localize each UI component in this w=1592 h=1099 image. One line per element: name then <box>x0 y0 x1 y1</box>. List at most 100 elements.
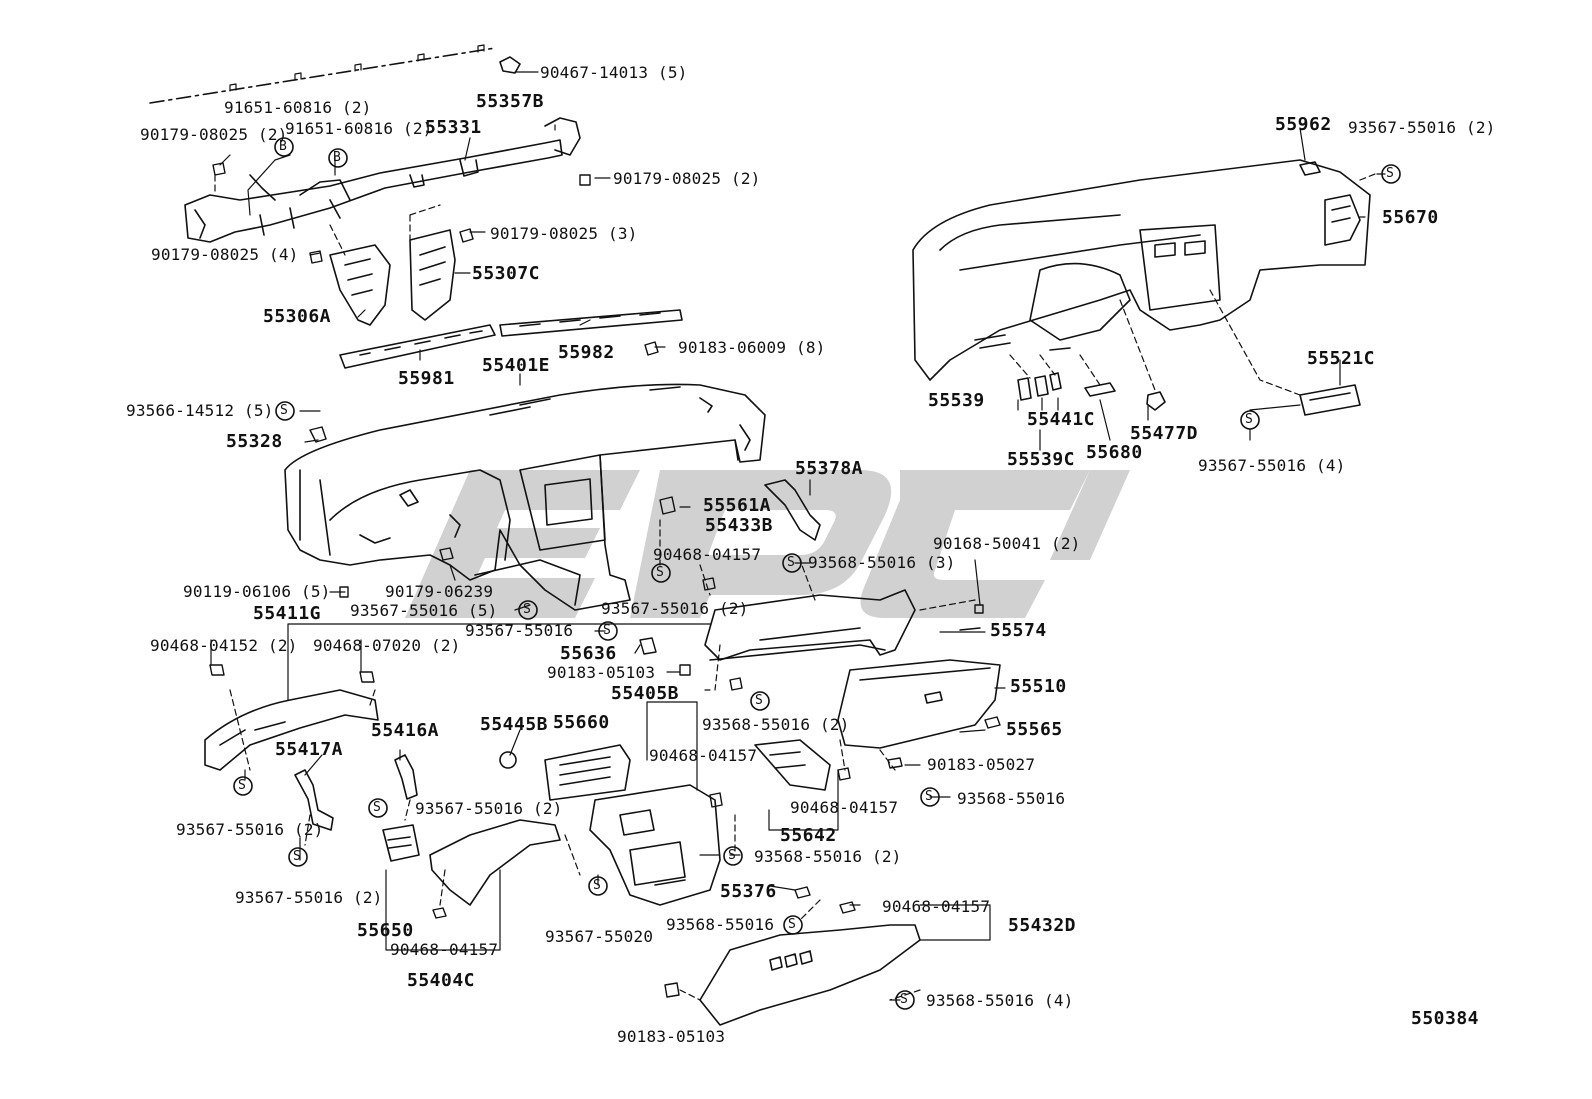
part-label[interactable]: 93567-55016 (2) <box>601 599 749 618</box>
part-label[interactable]: 93567-55016 (2) <box>1348 118 1496 137</box>
part-label[interactable]: 55660 <box>553 712 610 733</box>
part-label[interactable]: 55307C <box>472 263 541 284</box>
screw-symbol-6: S <box>755 693 764 708</box>
part-label[interactable]: 93568-55016 (2) <box>754 847 902 866</box>
part-label[interactable]: 90183-05027 <box>927 755 1036 774</box>
part-label[interactable]: 90468-04157 <box>653 545 762 564</box>
center-cluster-55405B <box>499 744 721 906</box>
part-label[interactable]: 93568-55016 <box>666 915 775 934</box>
part-label[interactable]: 93567-55020 <box>545 927 654 946</box>
part-label[interactable]: 55477D <box>1130 423 1199 444</box>
screw-symbol-14: S <box>900 992 909 1007</box>
part-label[interactable]: 93567-55016 <box>465 621 574 640</box>
part-label[interactable]: 55565 <box>1006 719 1063 740</box>
part-label[interactable]: 90468-04157 <box>390 940 499 959</box>
part-label[interactable]: 55401E <box>482 355 551 376</box>
part-label[interactable]: 55982 <box>558 342 615 363</box>
circle-symbols <box>233 137 1401 1010</box>
part-label[interactable]: 90468-04157 <box>882 897 991 916</box>
part-label[interactable]: 90468-04152 (2) <box>150 636 298 655</box>
part-label[interactable]: 55680 <box>1086 442 1143 463</box>
part-label[interactable]: 90468-04157 <box>790 798 899 817</box>
part-label[interactable]: 55574 <box>990 620 1047 641</box>
screw-symbol-3: S <box>656 565 665 580</box>
screw-symbol-10: S <box>293 849 302 864</box>
bracket-55306A <box>329 244 391 326</box>
part-label[interactable]: 55433B <box>705 515 774 536</box>
part-label[interactable]: 55376 <box>720 881 777 902</box>
glove-box-55433B <box>704 479 916 661</box>
panel-55642 <box>754 739 831 791</box>
part-label[interactable]: 91651-60816 (2) <box>285 119 433 138</box>
part-label[interactable]: 55417A <box>275 739 344 760</box>
part-label[interactable]: 55962 <box>1275 114 1332 135</box>
part-label[interactable]: 93566-14512 (5) <box>126 401 274 420</box>
part-label[interactable]: 55539C <box>1007 449 1076 470</box>
part-label[interactable]: 93567-55016 (4) <box>1198 456 1346 475</box>
part-label[interactable]: 55306A <box>263 306 332 327</box>
part-label[interactable]: 55561A <box>703 495 772 516</box>
screw-symbol-7: S <box>925 789 934 804</box>
part-label[interactable]: 55416A <box>371 720 440 741</box>
screw-symbol-11: S <box>728 848 737 863</box>
part-label[interactable]: 93567-55016 (2) <box>235 888 383 907</box>
part-label[interactable]: 55510 <box>1010 676 1067 697</box>
part-label[interactable]: 93567-55016 (5) <box>350 601 498 620</box>
part-label[interactable]: 55378A <box>795 458 864 479</box>
instrument-panel-55401E <box>284 383 766 611</box>
screw-symbol-13: S <box>788 917 797 932</box>
screw-symbol-8: S <box>373 800 382 815</box>
part-label[interactable]: 55441C <box>1027 409 1096 430</box>
part-label[interactable]: 93567-55016 (2) <box>176 820 324 839</box>
cowl-outline <box>149 44 521 104</box>
part-label[interactable]: 93568-55016 (4) <box>926 991 1074 1010</box>
part-label[interactable]: 91651-60816 (2) <box>224 98 372 117</box>
part-label[interactable]: 55642 <box>780 825 837 846</box>
defroster-grilles <box>339 309 683 369</box>
part-label[interactable]: 90183-06009 (8) <box>678 338 826 357</box>
watermark-logo <box>405 470 1130 618</box>
part-label[interactable]: 55650 <box>357 920 414 941</box>
bolt-symbol-2: B <box>333 150 342 165</box>
fastener-glyphs <box>209 162 1001 998</box>
part-label[interactable]: 90179-08025 (2) <box>140 125 288 144</box>
part-label[interactable]: 90168-50041 (2) <box>933 534 1081 553</box>
dashed-connectors <box>214 173 1376 1001</box>
part-label[interactable]: 55331 <box>425 117 482 138</box>
screw-symbol-4: S <box>523 602 532 617</box>
part-label[interactable]: 55404C <box>407 970 476 991</box>
part-label[interactable]: 55636 <box>560 643 617 664</box>
part-label[interactable]: 90183-05103 <box>617 1027 726 1046</box>
part-label[interactable]: 55445B <box>480 714 549 735</box>
part-label[interactable]: 55521C <box>1307 348 1376 369</box>
part-label[interactable]: 90468-07020 (2) <box>313 636 461 655</box>
part-label[interactable]: 90179-08025 (2) <box>613 169 761 188</box>
part-label[interactable]: 55411G <box>253 603 322 624</box>
part-label[interactable]: 55670 <box>1382 207 1439 228</box>
lower-panel-55432D <box>699 924 921 1026</box>
part-label[interactable]: 93568-55016 (3) <box>808 553 956 572</box>
part-label[interactable]: 93567-55016 (2) <box>415 799 563 818</box>
part-label[interactable]: 90179-08025 (3) <box>490 224 638 243</box>
part-label[interactable]: 90119-06106 (5) <box>183 582 331 601</box>
reinforcement-bar-55331 <box>184 117 581 243</box>
part-label[interactable]: 90179-06239 <box>385 582 494 601</box>
part-label[interactable]: 55539 <box>928 390 985 411</box>
part-label[interactable]: 90179-08025 (4) <box>151 245 299 264</box>
part-label[interactable]: 55357B <box>476 91 545 112</box>
part-label[interactable]: 90467-14013 (5) <box>540 63 688 82</box>
part-label[interactable]: 93568-55016 <box>957 789 1066 808</box>
screw-symbol-12: S <box>593 878 602 893</box>
part-label[interactable]: 55405B <box>611 683 680 704</box>
part-label[interactable]: 90468-04157 <box>649 746 758 765</box>
dashboard-overview <box>912 159 1371 416</box>
part-label[interactable]: 55981 <box>398 368 455 389</box>
glove-box-door-55510 <box>837 659 1001 749</box>
part-label[interactable]: 90183-05103 <box>547 663 656 682</box>
part-label[interactable]: 55432D <box>1008 915 1077 936</box>
part-label[interactable]: 55328 <box>226 431 283 452</box>
part-label[interactable]: 93568-55016 (2) <box>702 715 850 734</box>
screw-symbol-2: S <box>787 555 796 570</box>
